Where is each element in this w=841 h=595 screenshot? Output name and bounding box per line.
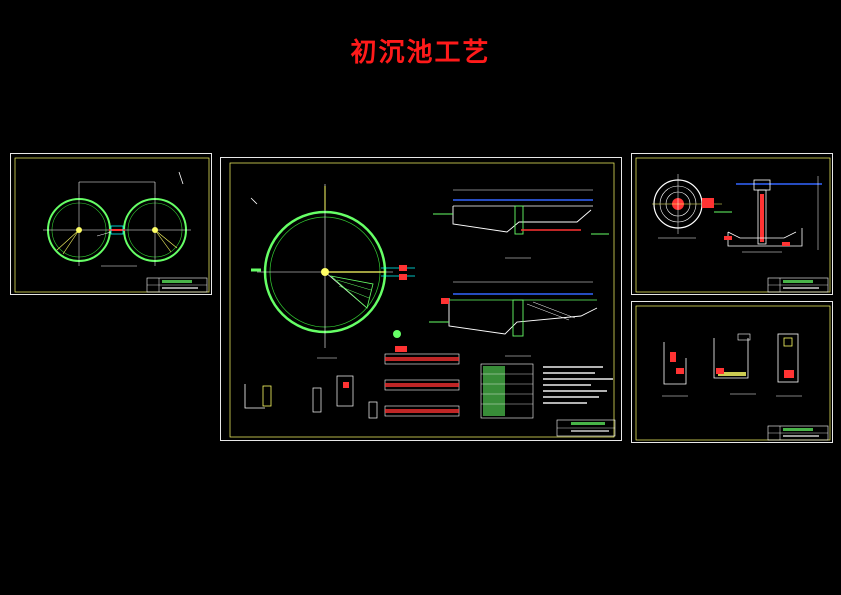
- tank-plan-and-sections-drawing: [229, 162, 616, 438]
- plan-two-tanks-drawing: [14, 157, 210, 293]
- sheet-plan-two-tanks[interactable]: [10, 153, 212, 295]
- center-column-detail-drawing: [635, 157, 831, 293]
- sheet-tank-plan-and-sections[interactable]: [220, 157, 622, 441]
- page-title: 初沉池工艺: [350, 38, 491, 68]
- sheet-center-column-detail[interactable]: [631, 153, 833, 295]
- sheet-weir-and-trough-details[interactable]: [631, 301, 833, 443]
- weir-and-trough-details-drawing: [635, 305, 831, 441]
